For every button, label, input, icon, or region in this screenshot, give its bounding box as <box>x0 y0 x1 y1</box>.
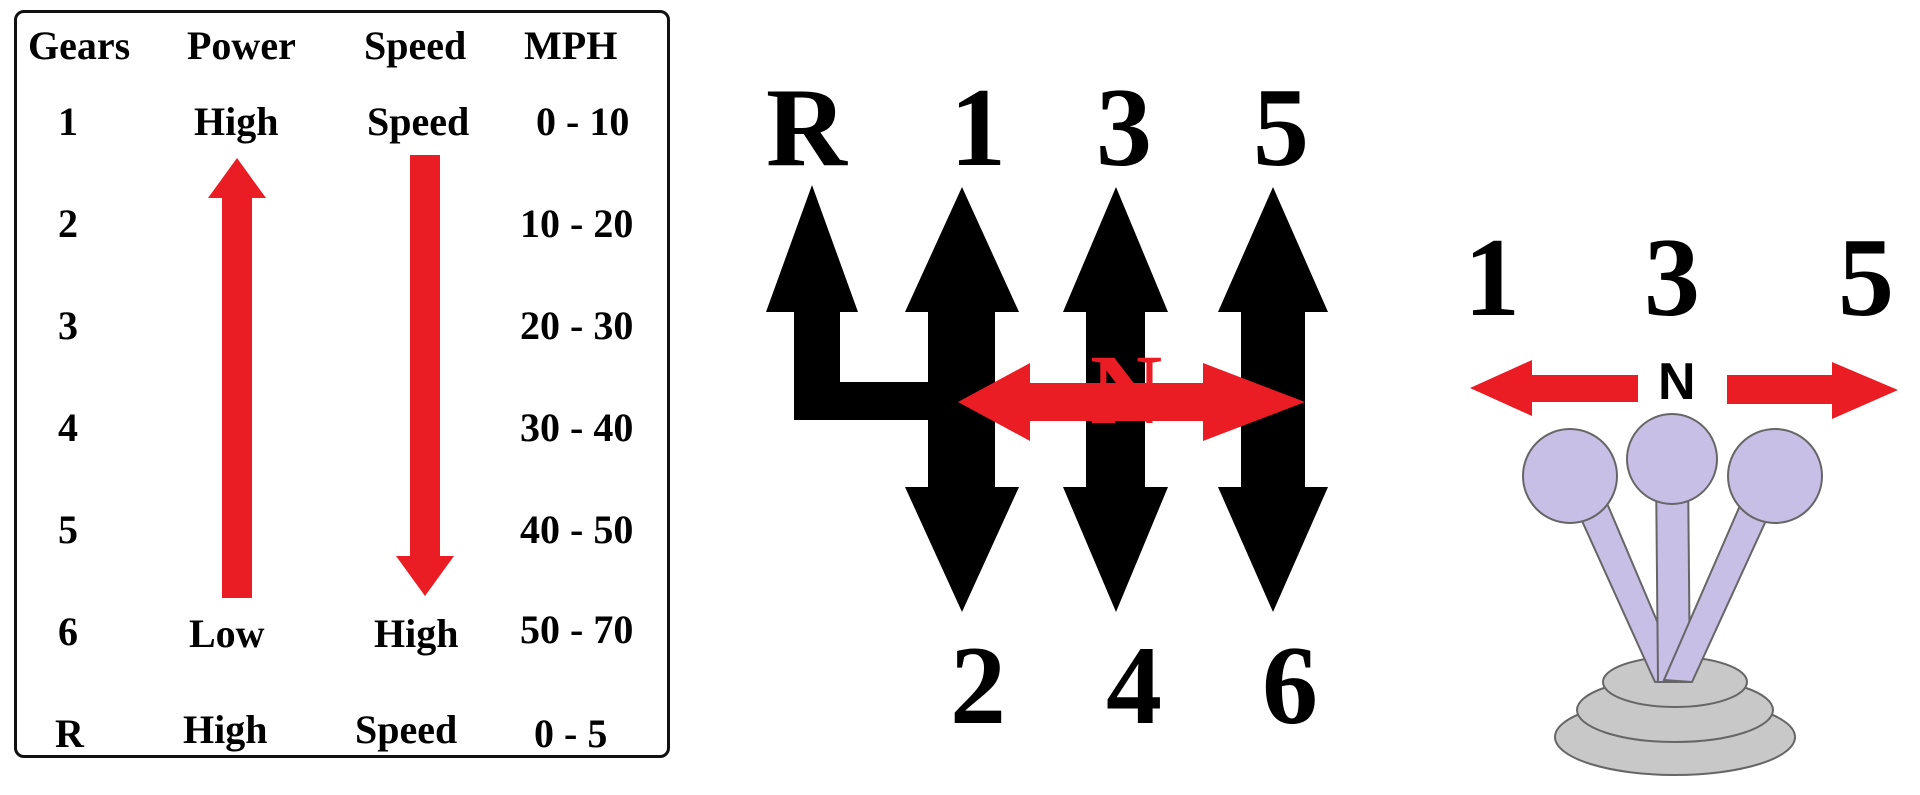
lever-label-5: 5 <box>1838 216 1894 340</box>
mph-cell: 0 - 10 <box>536 99 630 144</box>
power-cell: High <box>183 707 268 752</box>
speed-cell: Speed <box>367 99 470 144</box>
gear-label-1: 1 <box>950 66 1006 190</box>
gear-label-4: 4 <box>1106 624 1162 748</box>
header-power: Power <box>187 23 296 68</box>
lever-left-arrow <box>1470 360 1638 416</box>
mph-cell: 10 - 20 <box>520 201 634 246</box>
speed-down-arrow <box>396 155 454 596</box>
gear-cell: R <box>55 711 84 756</box>
knob-right-icon <box>1727 428 1823 524</box>
gear-table <box>14 10 670 758</box>
gear-label-2: 2 <box>950 624 1006 748</box>
gear-cell: 6 <box>58 609 78 654</box>
neutral-arrow <box>958 363 1305 441</box>
gear-label-6: 6 <box>1262 624 1318 748</box>
gear-cell: 1 <box>58 99 78 144</box>
power-up-arrow <box>208 158 266 598</box>
header-gears: Gears <box>28 23 131 68</box>
lever-neutral-label: N <box>1658 353 1696 411</box>
header-mph: MPH <box>524 23 618 68</box>
gear-cell: 3 <box>58 303 78 348</box>
lever-label-3: 3 <box>1644 216 1700 340</box>
reverse-arrow <box>766 185 959 420</box>
mph-cell: 0 - 5 <box>534 711 608 756</box>
gear-cell: 5 <box>58 507 78 552</box>
gear-label-r: R <box>766 66 847 190</box>
knob-left-icon <box>1522 428 1618 524</box>
lever-label-1: 1 <box>1464 216 1520 340</box>
power-cell: Low <box>189 611 265 656</box>
mph-cell: 40 - 50 <box>520 507 634 552</box>
mph-cell: 50 - 70 <box>520 607 634 652</box>
speed-cell: Speed <box>355 707 458 752</box>
speed-cell: High <box>374 611 459 656</box>
lever-right-arrow <box>1727 362 1898 419</box>
gear-cell: 2 <box>58 201 78 246</box>
header-speed: Speed <box>364 23 467 68</box>
gear-label-5: 5 <box>1253 66 1309 190</box>
mph-cell: 30 - 40 <box>520 405 634 450</box>
neutral-label: N <box>1090 334 1163 445</box>
knob-center-icon <box>1626 413 1718 505</box>
gear-label-3: 3 <box>1096 66 1152 190</box>
mph-cell: 20 - 30 <box>520 303 634 348</box>
power-cell: High <box>194 99 279 144</box>
gear-cell: 4 <box>58 405 78 450</box>
gear-1-2-arrow <box>905 187 1019 612</box>
